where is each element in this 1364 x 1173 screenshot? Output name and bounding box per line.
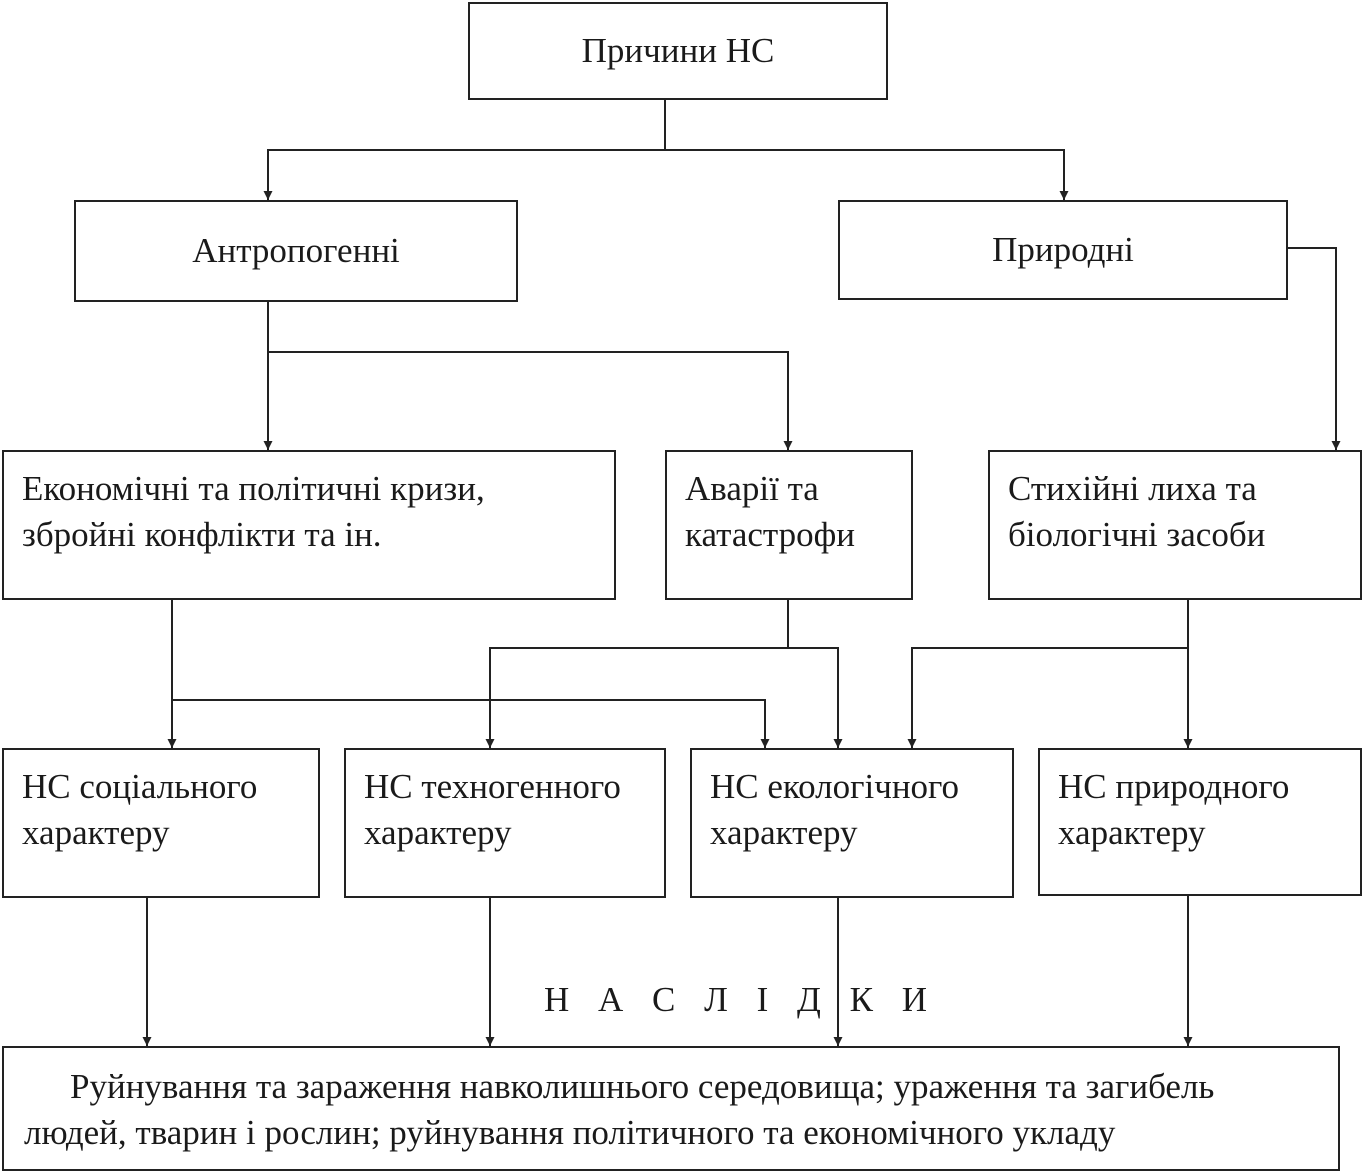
connector-anthro-accidents bbox=[268, 351, 793, 450]
connector-disasters-eco bbox=[907, 598, 1189, 748]
connector-accidents-eco bbox=[788, 647, 843, 748]
ns-natural-line-1: НС природного bbox=[1058, 767, 1290, 806]
ns-social-box: НС соціального характеру bbox=[2, 748, 320, 898]
ns-social-line-1: НС соціального bbox=[22, 767, 258, 806]
natural-box: Природні bbox=[838, 200, 1288, 300]
natural-label: Природні bbox=[992, 230, 1134, 269]
connector-root-natural bbox=[665, 149, 1069, 200]
ns-social-line-2: характеру bbox=[22, 813, 170, 852]
consequences-line-1: Руйнування та зараження навколишнього се… bbox=[70, 1067, 1215, 1106]
connector-accidents-techno bbox=[485, 598, 789, 748]
connector-root-anthropogenic bbox=[263, 100, 666, 200]
disasters-line-1: Стихійні лиха та bbox=[1008, 469, 1257, 508]
ns-eco-line-1: НС екологічного bbox=[710, 767, 960, 806]
consequences-label: Н А С Л І Д К И bbox=[544, 980, 938, 1019]
disasters-line-2: біологічні засоби bbox=[1008, 515, 1266, 554]
ns-techno-box: НС техногенного характеру bbox=[344, 748, 666, 898]
ns-natural-line-2: характеру bbox=[1058, 813, 1206, 852]
accidents-line-1: Аварії та bbox=[685, 469, 819, 508]
connector-econ-eco bbox=[172, 699, 770, 748]
accidents-box: Аварії та катастрофи bbox=[665, 450, 913, 600]
connector-natural-disasters bbox=[1287, 247, 1341, 450]
ns-eco-line-2: характеру bbox=[710, 813, 858, 852]
root-label: Причини НС bbox=[581, 31, 775, 70]
consequences-line-2: людей, тварин і рослин; руйнування політ… bbox=[24, 1113, 1116, 1152]
disasters-box: Стихійні лиха та біологічні засоби bbox=[988, 450, 1362, 600]
accidents-line-2: катастрофи bbox=[685, 515, 856, 554]
econ-crises-box: Економічні та політичні кризи, збройні к… bbox=[2, 450, 616, 600]
ns-techno-line-2: характеру bbox=[364, 813, 512, 852]
ns-natural-box: НС природного характеру bbox=[1038, 748, 1362, 896]
ns-techno-line-1: НС техногенного bbox=[364, 767, 621, 806]
econ-crises-line-1: Економічні та політичні кризи, bbox=[22, 469, 485, 508]
consequences-box: Руйнування та зараження навколишнього се… bbox=[2, 1046, 1340, 1171]
econ-crises-line-2: збройні конфлікти та ін. bbox=[22, 515, 382, 554]
anthropogenic-label: Антропогенні bbox=[192, 231, 400, 270]
root-box: Причини НС bbox=[468, 2, 888, 100]
ns-eco-box: НС екологічного характеру bbox=[690, 748, 1014, 898]
anthropogenic-box: Антропогенні bbox=[74, 200, 518, 302]
